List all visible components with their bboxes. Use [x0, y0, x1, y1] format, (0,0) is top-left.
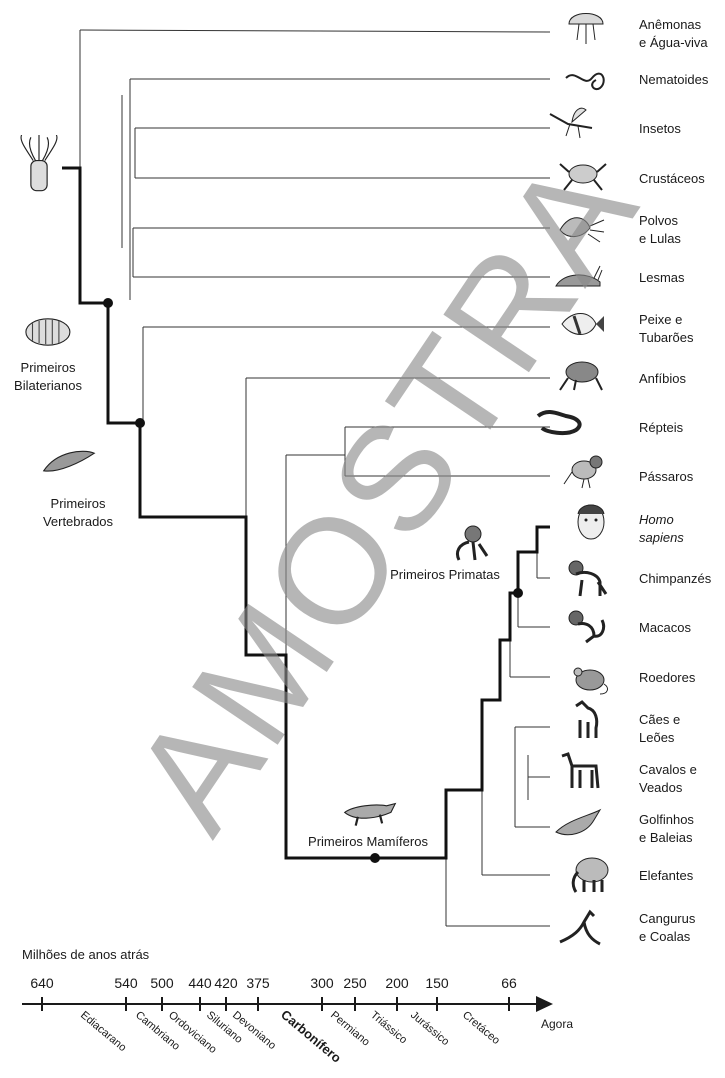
- bird-icon: [564, 456, 602, 488]
- taxon-label-cangurus: e Coalas: [639, 929, 691, 944]
- taxon-label-caes: Leões: [639, 730, 675, 745]
- milestone-label-mamiferos: Primeiros Mamíferos: [308, 834, 428, 849]
- mammal-node: [370, 853, 380, 863]
- timeline-tick-label: 66: [501, 975, 517, 991]
- taxon-label-chimpanzes: Chimpanzés: [639, 571, 712, 586]
- watermark: AMOSTRA: [100, 127, 670, 859]
- timeline-tick-label: 640: [30, 975, 54, 991]
- timeline-period-label: Jurássico: [408, 1009, 451, 1048]
- milestone-label-bilaterianos: Primeiros: [21, 360, 76, 375]
- timeline-arrow-icon: [536, 996, 553, 1012]
- taxon-label-peixe: Tubarões: [639, 330, 694, 345]
- taxon-label-repteis: Répteis: [639, 420, 684, 435]
- taxon-label-crustaceos: Crustáceos: [639, 171, 705, 186]
- timeline-tick-label: 150: [425, 975, 449, 991]
- taxon-label-cavalos: Veados: [639, 780, 683, 795]
- monkey-icon: [569, 611, 604, 642]
- milestone-label-vertebrados: Vertebrados: [43, 514, 114, 529]
- milestone-label-bilaterianos: Bilaterianos: [14, 378, 82, 393]
- insect-icon: [550, 108, 592, 138]
- taxon-label-cavalos: Cavalos e: [639, 762, 697, 777]
- taxon-label-macacos: Macacos: [639, 620, 692, 635]
- branch-thin: [80, 30, 550, 32]
- taxon-label-cangurus: Cangurus: [639, 911, 696, 926]
- vertebrate-node: [135, 418, 145, 428]
- taxon-label-elefantes: Elefantes: [639, 868, 694, 883]
- snake-icon: [538, 412, 580, 433]
- mammal-icon: [345, 804, 396, 826]
- taxon-label-homo: Homo: [639, 512, 674, 527]
- timeline-end-label: Agora: [541, 1017, 573, 1031]
- timeline-tick-label: 375: [246, 975, 270, 991]
- taxon-label-caes: Cães e: [639, 712, 680, 727]
- dog-icon: [576, 702, 597, 738]
- timeline-tick-label: 300: [310, 975, 334, 991]
- tadpole-icon: [44, 451, 95, 471]
- elephant-icon: [573, 858, 608, 892]
- milestone-label-vertebrados: Primeiros: [51, 496, 106, 511]
- kangaroo-icon: [560, 912, 600, 944]
- rodent-icon: [574, 668, 607, 694]
- timeline-tick-label: 540: [114, 975, 138, 991]
- taxon-label-roedores: Roedores: [639, 670, 696, 685]
- primate-icon: [457, 526, 487, 560]
- timeline-period-label: Cretáceo: [460, 1009, 502, 1047]
- larva-icon: [26, 319, 70, 345]
- taxon-label-nematoides: Nematoides: [639, 72, 709, 87]
- worm-icon: [566, 74, 604, 89]
- timeline-tick-label: 500: [150, 975, 174, 991]
- timeline-tick-label: 440: [188, 975, 212, 991]
- timeline-tick-label: 420: [214, 975, 238, 991]
- chimpanzee-icon: [569, 561, 606, 596]
- jellyfish-icon: [569, 14, 603, 45]
- timeline-title: Milhões de anos atrás: [22, 947, 150, 962]
- taxon-label-homo: sapiens: [639, 530, 684, 545]
- timeline-tick-label: 200: [385, 975, 409, 991]
- taxon-label-anfibios: Anfíbios: [639, 371, 686, 386]
- timeline-tick-label: 250: [343, 975, 367, 991]
- whale-icon: [556, 810, 600, 835]
- horse-icon: [562, 754, 598, 788]
- taxon-label-golfinhos: Golfinhos: [639, 812, 694, 827]
- polyp-icon: [21, 135, 57, 191]
- taxon-label-insetos: Insetos: [639, 121, 681, 136]
- primate-node: [513, 588, 523, 598]
- taxon-labels: Anêmonas e Água-vivaNematoidesInsetosCrus…: [639, 17, 712, 944]
- taxon-label-golfinhos: e Baleias: [639, 830, 693, 845]
- human-face-icon: [578, 505, 604, 539]
- taxon-label-lesmas: Lesmas: [639, 270, 685, 285]
- timeline-period-label: Ediacarano: [78, 1009, 128, 1054]
- taxon-label-passaros: Pássaros: [639, 469, 694, 484]
- taxon-label-anemonas: Anêmonas: [639, 17, 702, 32]
- taxon-label-peixe: Peixe e: [639, 312, 682, 327]
- timeline-period-label: Triássico: [368, 1009, 409, 1046]
- bilaterian-node: [103, 298, 113, 308]
- timeline-period-label: Permiano: [328, 1009, 372, 1048]
- taxon-label-anemonas: e Água-viva: [639, 35, 708, 50]
